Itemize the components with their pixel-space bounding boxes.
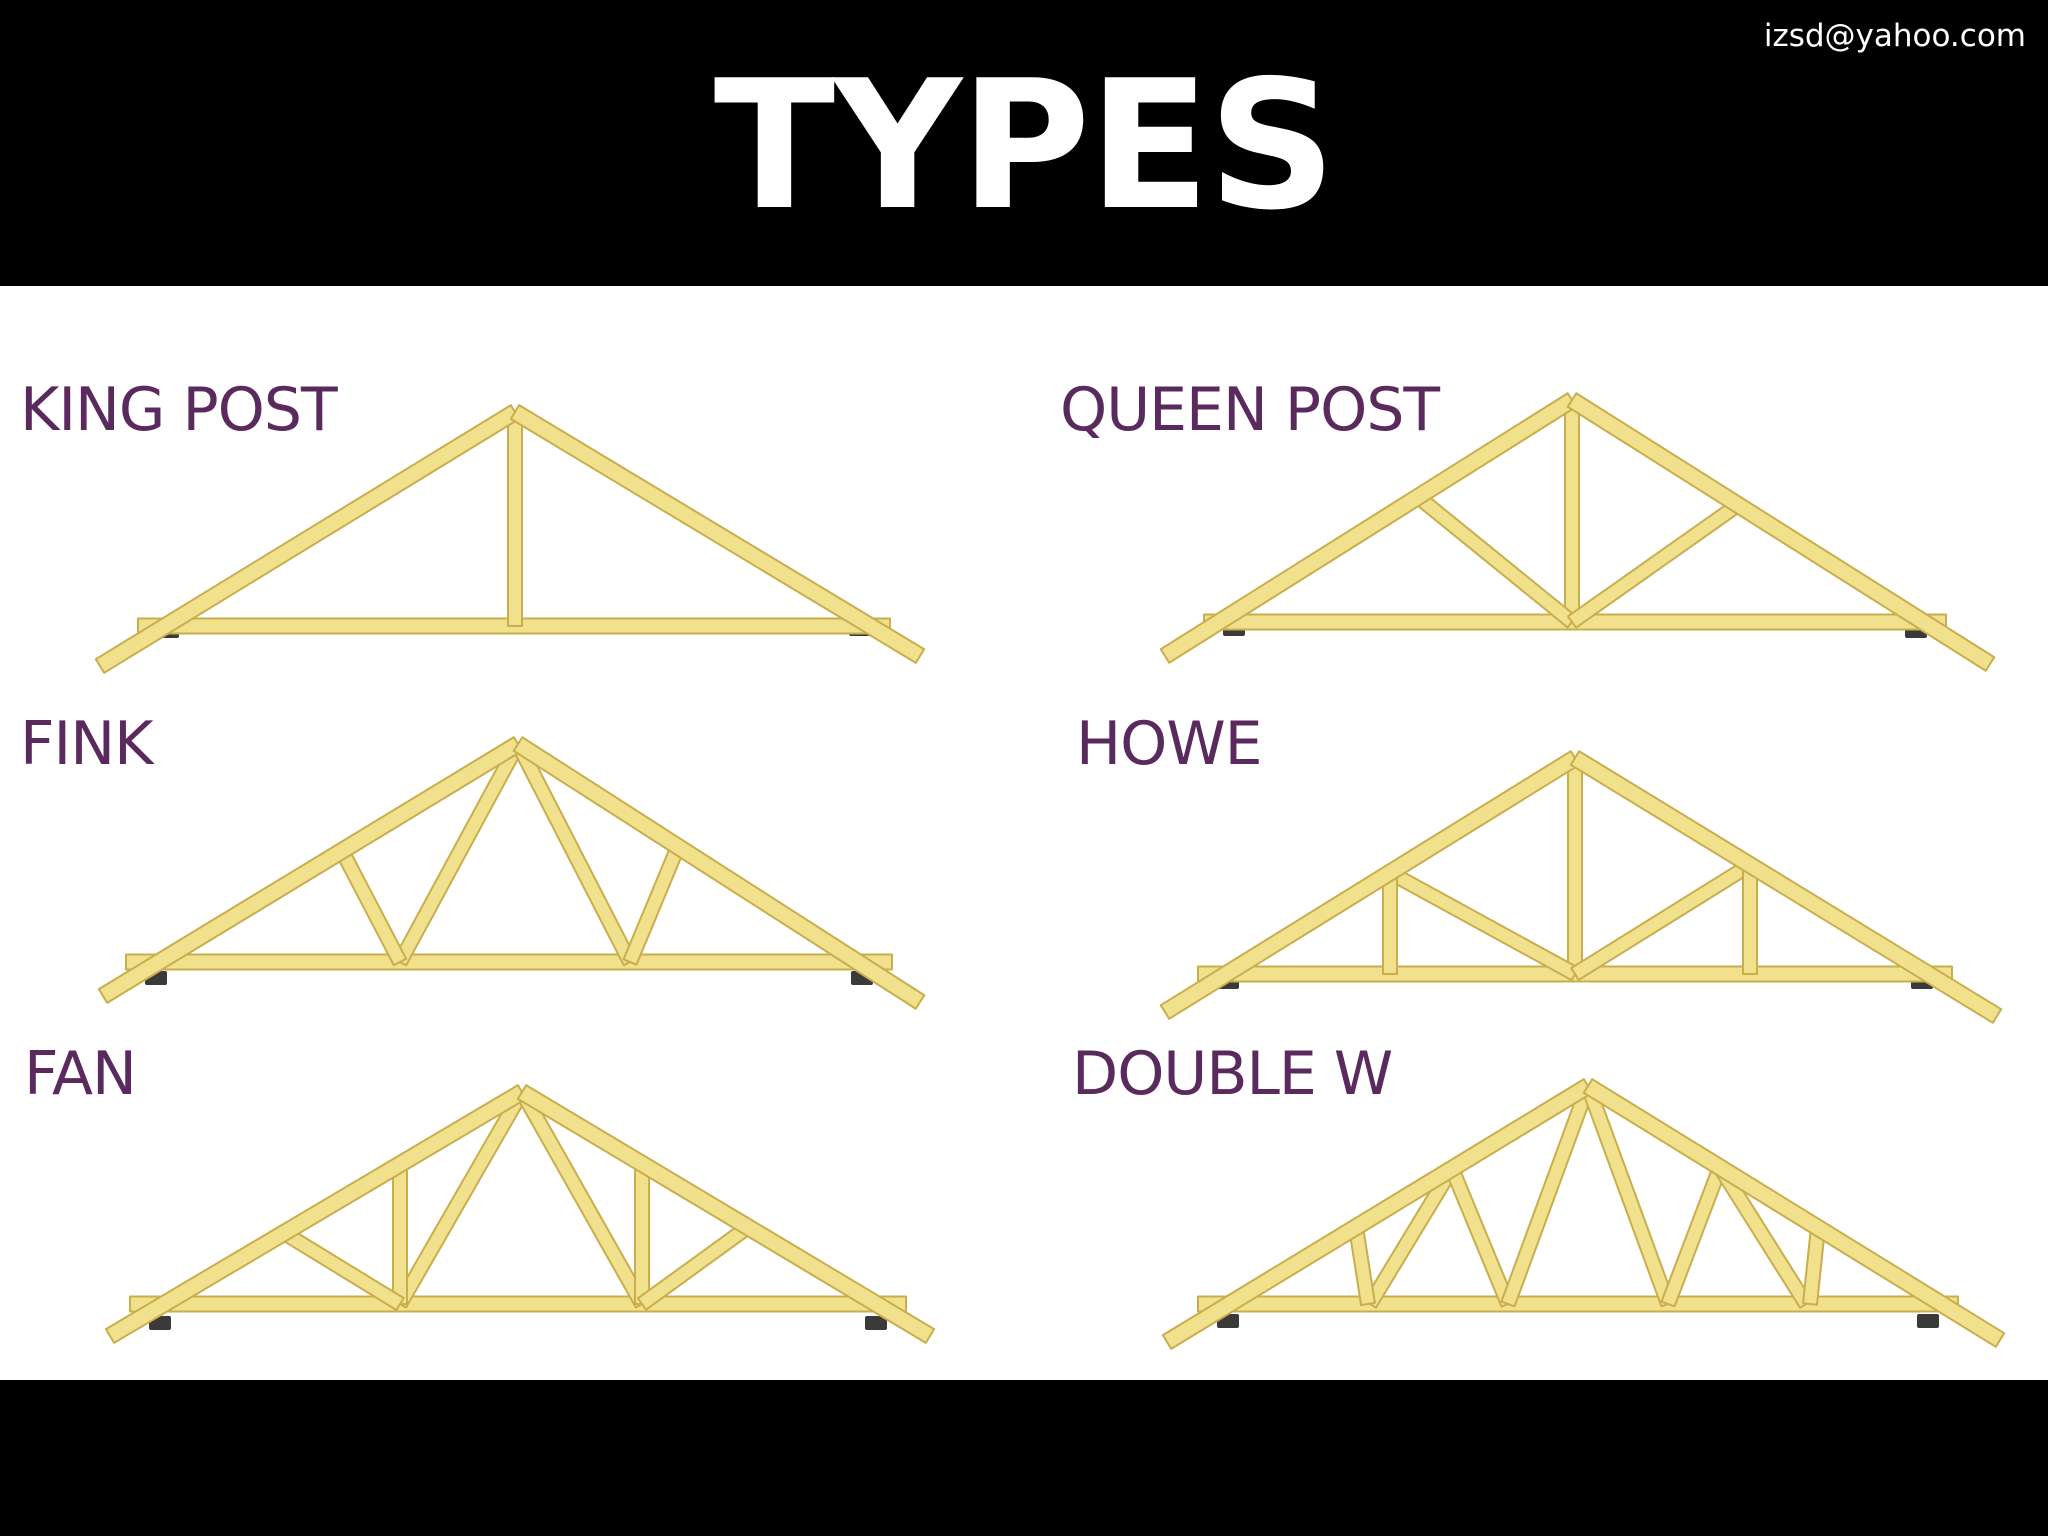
- label-fan: FAN: [24, 1039, 137, 1109]
- fan-truss-icon: [104, 1084, 936, 1344]
- label-fink: FINK: [20, 709, 153, 779]
- top-chord-left: [1161, 1078, 1594, 1350]
- top-chord-left: [94, 404, 521, 674]
- top-chord-left: [1159, 750, 1581, 1020]
- top-chord-right: [1569, 750, 2003, 1024]
- web-member: [1564, 399, 1580, 623]
- web-member: [507, 411, 523, 627]
- label-king-post: KING POST: [20, 375, 338, 445]
- top-chord-left: [97, 736, 524, 1004]
- web-member: [1382, 871, 1398, 975]
- top-chord-right: [1566, 392, 1996, 672]
- web-member: [1412, 490, 1578, 629]
- top-chord-right: [512, 736, 926, 1010]
- web-member: [392, 1163, 408, 1305]
- truss-types-diagram: KING POST QUEEN POST FINK HOWE FAN DOUBL…: [0, 286, 2048, 1380]
- bottom-chord: [1197, 1295, 1959, 1313]
- queen-post-truss-icon: [1159, 392, 1996, 672]
- bottom-chord: [125, 953, 893, 971]
- bearing-support: [865, 1316, 887, 1330]
- top-chord-right: [509, 404, 926, 664]
- top-chord-left: [104, 1084, 528, 1344]
- web-member: [1567, 757, 1583, 975]
- web-member: [334, 846, 408, 967]
- double-w-truss-icon: [1161, 1078, 2006, 1350]
- truss-drawings: [94, 392, 2006, 1350]
- web-member: [1385, 865, 1580, 982]
- label-double-w: DOUBLE W: [1072, 1039, 1393, 1109]
- top-chord-left: [1159, 392, 1578, 664]
- web-member: [1660, 1163, 1728, 1308]
- web-member: [634, 1162, 650, 1305]
- top-chord-right: [516, 1084, 936, 1344]
- king-post-truss-icon: [94, 404, 926, 674]
- web-member: [622, 842, 686, 966]
- howe-truss-icon: [1159, 750, 2003, 1024]
- label-queen-post: QUEEN POST: [1060, 375, 1440, 445]
- bearing-support: [1917, 1314, 1939, 1328]
- title-bar: TYPES izsd@yahoo.com: [0, 0, 2048, 286]
- web-member: [1742, 863, 1758, 975]
- footer-bar: [0, 1380, 2048, 1536]
- bottom-chord: [129, 1295, 907, 1313]
- author-email: izsd@yahoo.com: [1763, 18, 2026, 54]
- top-chord-right: [1582, 1078, 2006, 1348]
- web-member: [1570, 858, 1755, 981]
- page-title: TYPES: [713, 42, 1337, 249]
- web-member: [1444, 1165, 1516, 1308]
- label-howe: HOWE: [1076, 709, 1263, 779]
- fink-truss-icon: [97, 736, 926, 1010]
- web-member: [1566, 498, 1744, 629]
